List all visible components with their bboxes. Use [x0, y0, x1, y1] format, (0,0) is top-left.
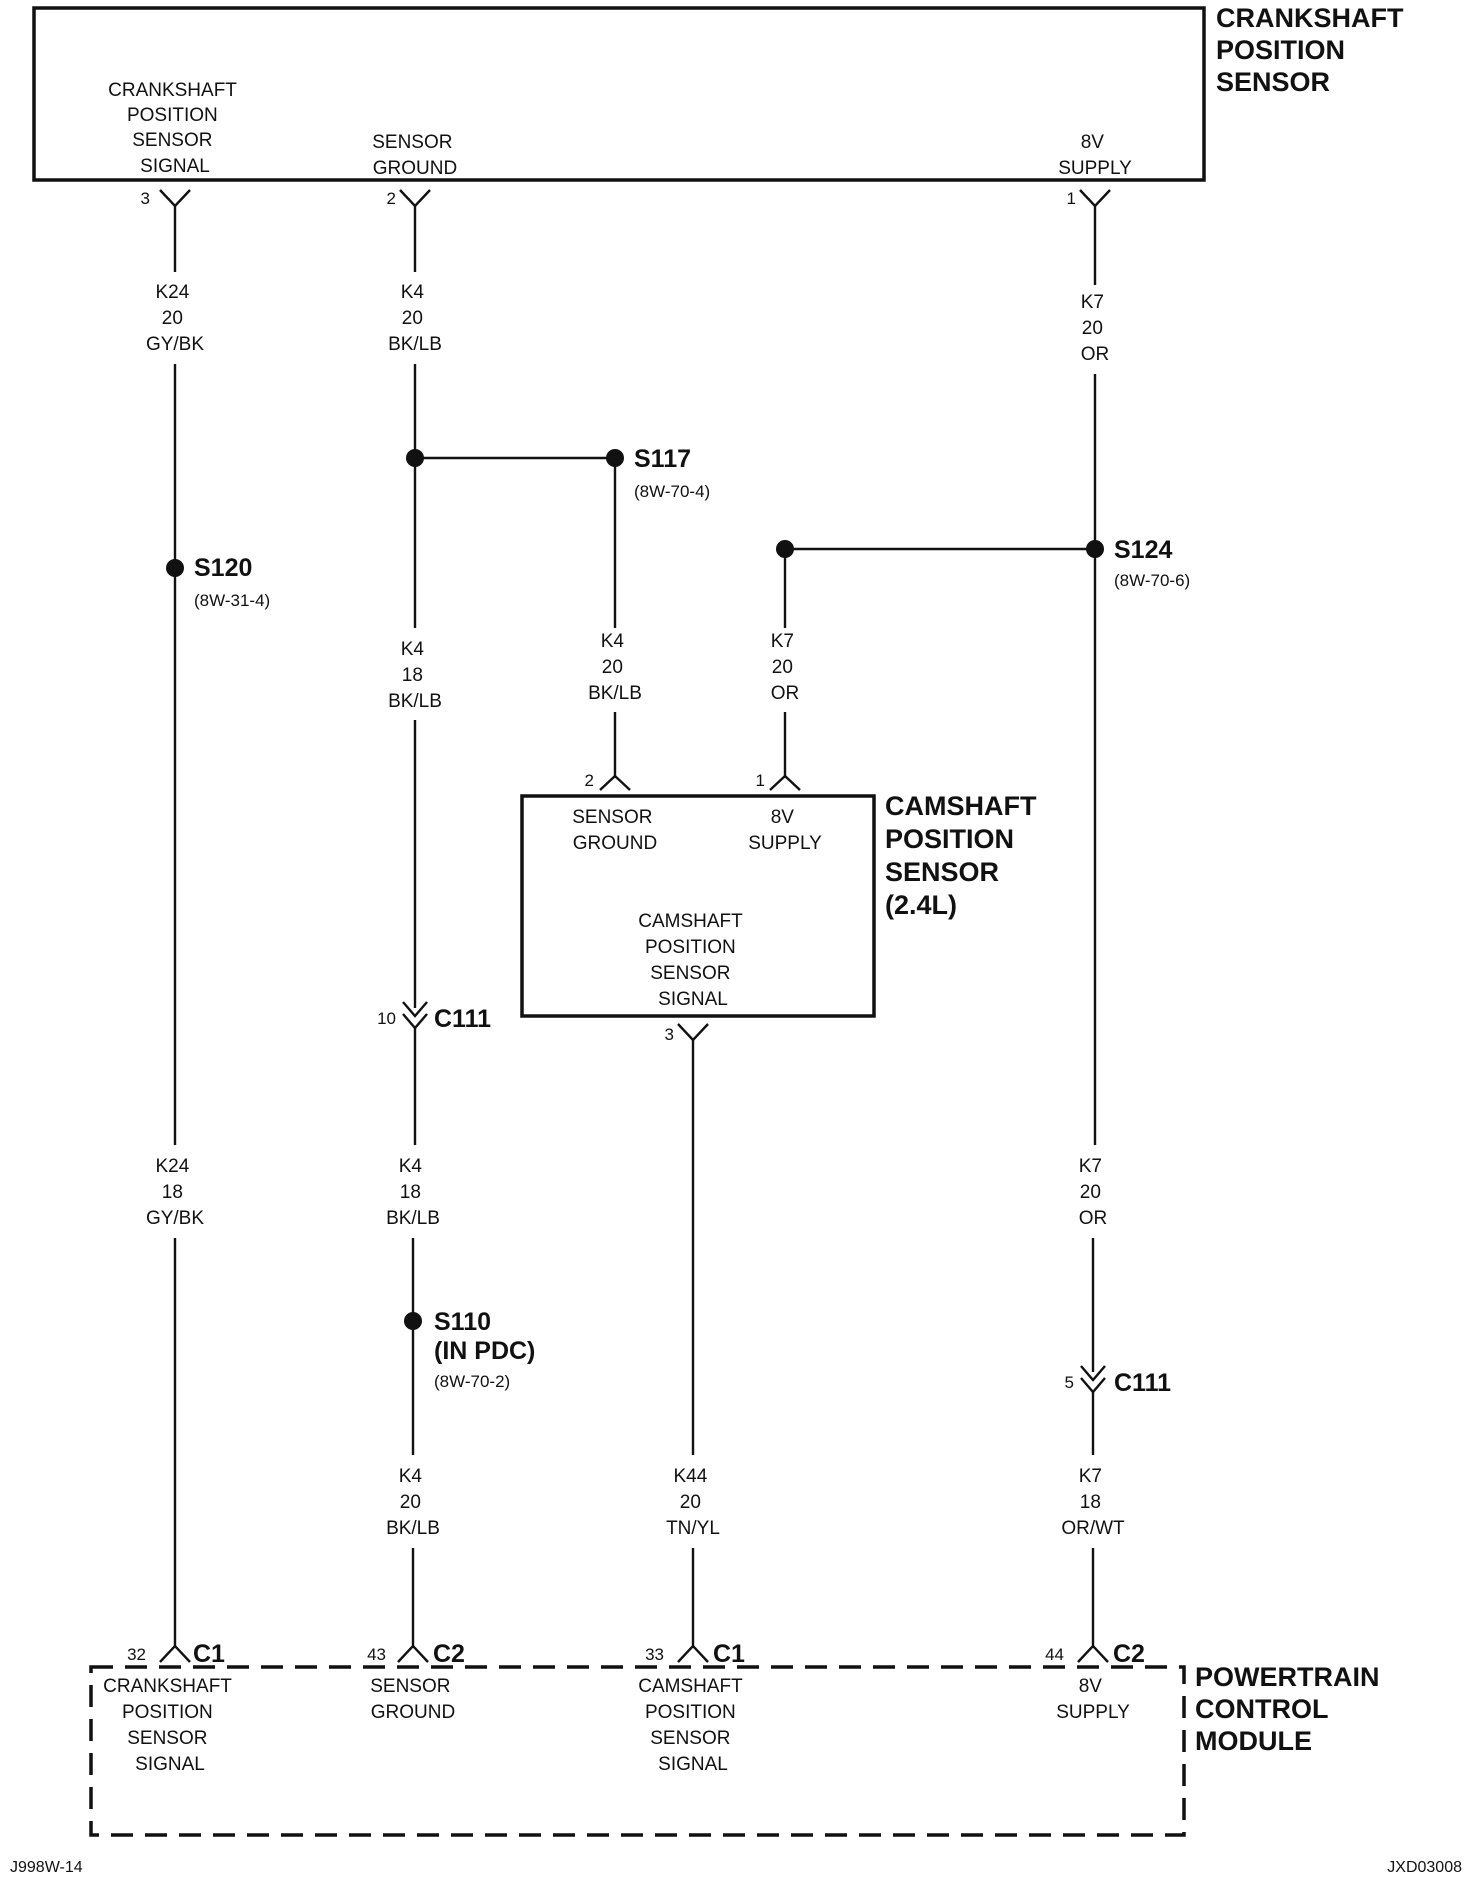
pcm-terminal-ground	[397, 1644, 429, 1663]
wire-label-k4-mid: K4 18 BK/LB	[388, 639, 442, 712]
crank-terminal-ground	[399, 189, 431, 208]
wire-label-k24-18: K24 18 GY/BK	[146, 1156, 204, 1229]
pcm-cam-label: CAMSHAFT POSITION SENSOR SIGNAL	[638, 1676, 747, 1775]
cam-ground-label: SENSOR GROUND	[572, 807, 658, 854]
splice-s110-note: (IN PDC)	[434, 1337, 535, 1365]
connector-c111-k4-name: C111	[434, 1005, 491, 1033]
crank-terminal-supply	[1079, 189, 1111, 208]
pcm-pin-43: 43	[367, 1645, 386, 1664]
pcm-terminal-crank	[159, 1644, 191, 1663]
cam-supply-label: 8V SUPPLY	[748, 807, 822, 854]
wire-label-k4-top: K4 20 BK/LB	[388, 282, 442, 355]
cam-pin-supply: 1	[756, 771, 765, 790]
footer-right-code: JXD03008	[1387, 1859, 1462, 1876]
crankshaft-sensor-box	[32, 6, 1206, 182]
splice-s120-dot	[166, 559, 184, 577]
cam-pin-ground: 2	[585, 771, 594, 790]
pcm-ground-label: SENSOR GROUND	[370, 1676, 456, 1723]
splice-s110-ref: (8W-70-2)	[434, 1372, 510, 1391]
pcm-terminal-cam	[677, 1644, 709, 1663]
pcm-connector-c1-crank: C1	[193, 1640, 225, 1668]
pcm-terminal-supply	[1077, 1644, 1109, 1663]
pcm-box	[89, 1665, 1186, 1837]
pcm-crank-label: CRANKSHAFT POSITION SENSOR SIGNAL	[103, 1676, 237, 1775]
pcm-pin-32: 32	[127, 1645, 146, 1664]
splice-s110-dot	[404, 1312, 422, 1330]
wire-label-k4-bottom: K4 20 BK/LB	[386, 1466, 440, 1539]
crank-terminal-signal	[159, 189, 191, 208]
pcm-pin-44: 44	[1045, 1645, 1064, 1664]
wire-label-k7-top: K7 20 OR	[1081, 292, 1110, 365]
cam-terminal-ground	[599, 774, 631, 791]
wire-label-k44: K44 20 TN/YL	[666, 1466, 720, 1539]
splice-s117-ref: (8W-70-4)	[634, 482, 710, 501]
cam-terminal-supply	[769, 774, 801, 791]
connector-c111-k7-pin: 5	[1065, 1373, 1074, 1392]
pcm-connector-c2-ground: C2	[433, 1640, 465, 1668]
wire-label-k4-cam: K4 20 BK/LB	[588, 631, 642, 704]
wire-label-k4-lower: K4 18 BK/LB	[386, 1156, 440, 1229]
wire-label-k7-cam: K7 20 OR	[771, 631, 800, 704]
cam-signal-label: CAMSHAFT POSITION SENSOR SIGNAL	[638, 911, 747, 1010]
splice-s110-name: S110	[434, 1308, 491, 1336]
connector-c111-k4-pin: 10	[377, 1009, 396, 1028]
crank-pin-ground: 2	[387, 189, 396, 208]
camshaft-sensor-title: CAMSHAFT POSITION SENSOR (2.4L)	[885, 791, 1044, 920]
crank-supply-label: 8V SUPPLY	[1058, 132, 1132, 179]
cam-pin-signal: 3	[665, 1025, 674, 1044]
crank-ground-label: SENSOR GROUND	[372, 132, 458, 179]
splice-s124-dot	[1086, 540, 1104, 558]
camshaft-sensor-box	[520, 794, 876, 1018]
pcm-supply-label: 8V SUPPLY	[1056, 1676, 1130, 1723]
crank-pin-signal: 3	[141, 189, 150, 208]
wire-label-k7-bottom: K7 18 OR/WT	[1061, 1466, 1125, 1539]
splice-s120-ref: (8W-31-4)	[194, 591, 270, 610]
pcm-connector-c1-cam: C1	[713, 1640, 745, 1668]
footer-left-code: J998W-14	[10, 1859, 83, 1876]
pcm-pin-33: 33	[645, 1645, 664, 1664]
cam-terminal-signal	[677, 1023, 709, 1042]
crank-pin-supply: 1	[1067, 189, 1076, 208]
pcm-connector-c2-supply: C2	[1113, 1640, 1145, 1668]
splice-s120-name: S120	[194, 554, 252, 582]
splice-s124-ref: (8W-70-6)	[1114, 571, 1190, 590]
wire-label-k7-mid: K7 20 OR	[1079, 1156, 1108, 1229]
wire-label-k24-20: K24 20 GY/BK	[146, 282, 204, 355]
splice-s117-name: S117	[634, 445, 691, 473]
connector-c111-k7-name: C111	[1114, 1369, 1171, 1397]
crankshaft-sensor-title: CRANKSHAFT POSITION SENSOR	[1216, 3, 1411, 97]
crank-signal-label: CRANKSHAFT POSITION SENSOR SIGNAL	[108, 80, 242, 177]
pcm-title: POWERTRAIN CONTROL MODULE	[1195, 1662, 1387, 1756]
splice-s124-name: S124	[1114, 536, 1172, 564]
